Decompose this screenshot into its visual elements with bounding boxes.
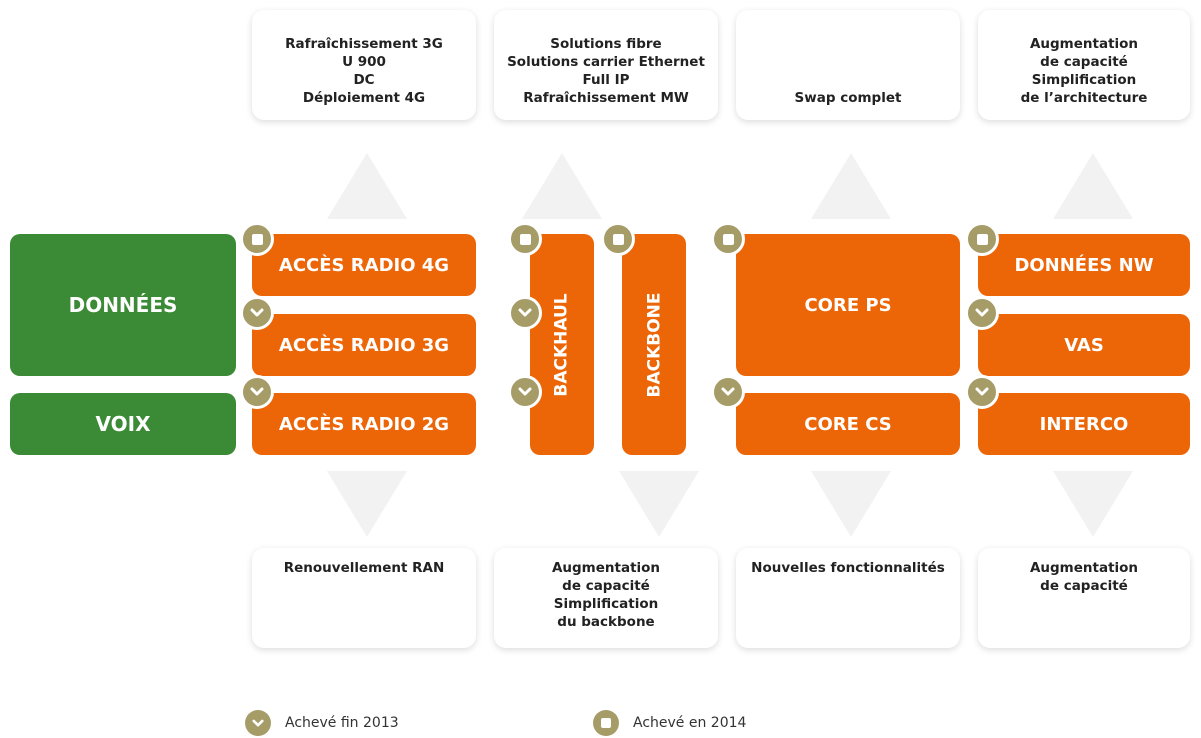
data-nw-box: DONNÉES NW xyxy=(978,234,1190,296)
card-line: de l’architecture xyxy=(1020,90,1148,106)
square-marker-icon xyxy=(711,222,745,256)
top-card-transport: Solutions fibre Solutions carrier Ethern… xyxy=(494,10,718,120)
down-arrow-icon xyxy=(619,471,699,537)
down-arrow-icon xyxy=(327,471,407,537)
check-marker-icon xyxy=(240,296,274,330)
up-arrow-icon xyxy=(1053,153,1133,219)
card-line: Simplification xyxy=(1031,72,1137,88)
up-arrow-icon xyxy=(327,153,407,219)
card-line: du backbone xyxy=(557,614,655,630)
legend-label: Achevé fin 2013 xyxy=(285,715,399,731)
radio-2g-label: ACCÈS RADIO 2G xyxy=(278,413,450,435)
service-data-box: DONNÉES xyxy=(10,234,236,376)
interco-box: INTERCO xyxy=(978,393,1190,455)
backhaul-box: BACKHAUL xyxy=(530,234,594,455)
down-arrow-icon xyxy=(811,471,891,537)
card-line: Rafraîchissement 3G xyxy=(285,36,443,52)
service-data-label: DONNÉES xyxy=(68,293,178,317)
legend-done-2014: Achevé en 2014 xyxy=(593,710,746,736)
card-line: Swap complet xyxy=(794,90,902,106)
bottom-card-network: Augmentation de capacité xyxy=(978,548,1190,648)
vas-label: VAS xyxy=(1064,334,1104,356)
card-line: Solutions carrier Ethernet xyxy=(507,54,705,70)
square-marker-icon xyxy=(965,222,999,256)
radio-2g-box: ACCÈS RADIO 2G xyxy=(252,393,476,455)
backbone-box: BACKBONE xyxy=(622,234,686,455)
radio-4g-label: ACCÈS RADIO 4G xyxy=(278,254,450,276)
card-line: Solutions fibre xyxy=(550,36,662,52)
bottom-card-radio: Renouvellement RAN xyxy=(252,548,476,648)
radio-4g-box: ACCÈS RADIO 4G xyxy=(252,234,476,296)
legend-label: Achevé en 2014 xyxy=(633,715,747,731)
card-line: Augmentation xyxy=(1029,36,1139,52)
card-line: Simplification xyxy=(553,596,659,612)
core-cs-box: CORE CS xyxy=(736,393,960,455)
card-line: de capacité xyxy=(1040,578,1128,594)
vas-box: VAS xyxy=(978,314,1190,376)
card-line: Augmentation xyxy=(551,560,661,576)
square-marker-icon xyxy=(240,222,274,256)
card-line: Rafraîchissement MW xyxy=(523,90,689,106)
check-marker-icon xyxy=(245,710,271,736)
check-marker-icon xyxy=(240,375,274,409)
card-line: Augmentation xyxy=(1029,560,1139,576)
card-line: DC xyxy=(353,72,375,88)
top-card-core: Swap complet xyxy=(736,10,960,120)
service-voice-label: VOIX xyxy=(95,412,151,436)
data-nw-label: DONNÉES NW xyxy=(1014,254,1154,276)
radio-3g-label: ACCÈS RADIO 3G xyxy=(278,334,450,356)
card-line: U 900 xyxy=(342,54,386,70)
card-line: de capacité xyxy=(1040,54,1128,70)
card-line: Nouvelles fonctionnalités xyxy=(751,560,945,576)
card-line: Full IP xyxy=(582,72,630,88)
card-line: Déploiement 4G xyxy=(302,90,426,106)
top-card-network: Augmentation de capacité Simplification … xyxy=(978,10,1190,120)
down-arrow-icon xyxy=(1053,471,1133,537)
square-marker-icon xyxy=(593,710,619,736)
up-arrow-icon xyxy=(811,153,891,219)
check-marker-icon xyxy=(711,375,745,409)
card-line: de capacité xyxy=(562,578,650,594)
legend-done-2013: Achevé fin 2013 xyxy=(245,710,399,736)
backhaul-label: BACKHAUL xyxy=(552,292,573,397)
card-line: Renouvellement RAN xyxy=(283,560,445,576)
core-ps-box: CORE PS xyxy=(736,234,960,376)
bottom-card-core: Nouvelles fonctionnalités xyxy=(736,548,960,648)
check-marker-icon xyxy=(508,375,542,409)
radio-3g-box: ACCÈS RADIO 3G xyxy=(252,314,476,376)
core-ps-label: CORE PS xyxy=(804,294,892,316)
bottom-card-transport: Augmentation de capacité Simplification … xyxy=(494,548,718,648)
square-marker-icon xyxy=(601,222,635,256)
check-marker-icon xyxy=(965,375,999,409)
top-card-radio: Rafraîchissement 3G U 900 DC Déploiement… xyxy=(252,10,476,120)
square-marker-icon xyxy=(508,222,542,256)
check-marker-icon xyxy=(965,296,999,330)
up-arrow-icon xyxy=(522,153,602,219)
service-voice-box: VOIX xyxy=(10,393,236,455)
backbone-label: BACKBONE xyxy=(644,291,665,398)
interco-label: INTERCO xyxy=(1039,413,1129,435)
core-cs-label: CORE CS xyxy=(804,413,892,435)
check-marker-icon xyxy=(508,296,542,330)
